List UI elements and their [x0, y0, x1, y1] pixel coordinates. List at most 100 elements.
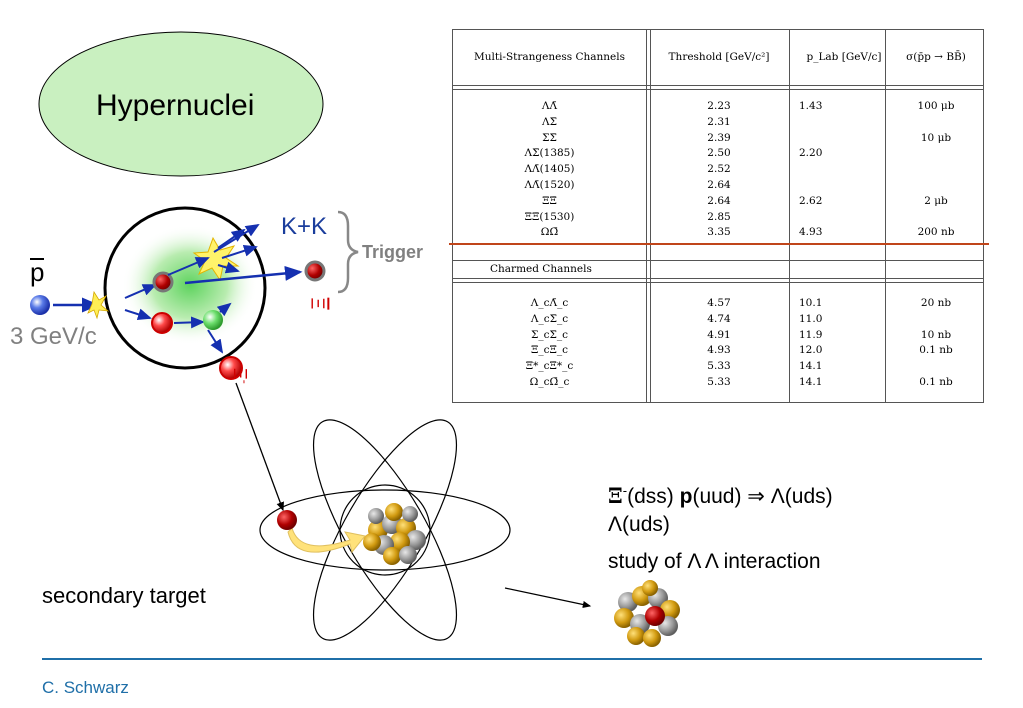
table-cell: 0.1 nb — [919, 376, 953, 388]
table-cell: 11.9 — [799, 328, 823, 341]
table-cell: Ξ*_cΞ̄*_c — [525, 360, 574, 373]
table-cell: 4.57 — [707, 297, 731, 309]
xi-minus-captured — [277, 510, 297, 530]
secondary-target-label: secondary target — [42, 583, 206, 608]
channels-table: Multi-Strangeness Channels Threshold [Ge… — [449, 29, 989, 403]
xi-minus-label: Ξ- — [229, 368, 252, 384]
table-cell: 2.31 — [707, 115, 731, 128]
atom-orbits — [259, 419, 511, 641]
table-cell: ΛΛ̄ — [541, 100, 558, 112]
table-cell: 2.64 — [707, 179, 731, 191]
xi-sup: - — [622, 483, 628, 498]
table-cell — [799, 211, 889, 224]
header-channels: Multi-Strangeness Channels — [473, 51, 626, 63]
table-cell — [799, 163, 889, 176]
table-cell: 2.62 — [799, 194, 823, 207]
table-cell: ΛΛ̄(1405) — [524, 163, 575, 176]
omega-separator — [449, 243, 989, 245]
table-cell: 3.35 — [707, 226, 731, 239]
table-cell — [887, 116, 985, 129]
table-cell: ΞΞ̄ — [542, 194, 557, 207]
reaction-line-2: Λ(uds) — [608, 513, 670, 536]
table-cell: 2.52 — [707, 163, 731, 176]
table-cell: 5.33 — [707, 376, 731, 388]
track-arrow — [216, 302, 232, 317]
trigger-label: Trigger — [362, 242, 424, 262]
xi-bar-outgoing-ball — [304, 260, 326, 282]
table-cell: 2.85 — [707, 210, 731, 223]
table-cell: ΞΞ̄(1530) — [524, 210, 575, 223]
header-threshold: Threshold [GeV/c²] — [668, 51, 770, 63]
kk-label: K+K — [281, 213, 328, 240]
xi-minus-sup: - — [238, 379, 252, 384]
charmed-header: Charmed Channels — [490, 263, 592, 275]
xi-bar-particle — [152, 271, 174, 293]
table-cell: 5.33 — [707, 360, 731, 373]
antiproton-ball — [30, 295, 50, 315]
kaon-track — [217, 228, 246, 249]
nucleus-cluster — [363, 503, 426, 565]
table-cell: 4.93 — [707, 344, 731, 357]
green-glow — [122, 225, 258, 345]
table-cell — [887, 179, 985, 192]
table-cell: 10 μb — [920, 131, 952, 144]
table-cell: 2.39 — [707, 131, 731, 144]
table-cell: 2 μb — [924, 194, 948, 207]
xi-bar-track — [184, 265, 303, 285]
table-cell: 100 μb — [917, 100, 955, 112]
track-arrow — [124, 308, 152, 321]
table-cell: 1.43 — [799, 100, 823, 112]
dss-text: (dss) — [627, 485, 680, 508]
table-cell — [887, 360, 985, 373]
table-cell: 2.64 — [707, 194, 731, 207]
table-cell: ΣΣ̄ — [542, 131, 557, 144]
to-hypernucleus-arrow — [504, 587, 592, 609]
kaon-track — [167, 257, 210, 276]
table-cell — [887, 147, 985, 160]
uud-text: (uud) ⇒ Λ(uds) — [692, 485, 833, 508]
table-cell: Λ_cΛ̄_c — [530, 297, 569, 309]
momentum-label: 3 GeV/c — [10, 323, 97, 350]
track-arrow — [207, 329, 224, 354]
table-cell — [799, 179, 889, 192]
xi-minus-ball — [219, 356, 243, 380]
hypernucleus-cluster — [614, 580, 680, 647]
antiproton-label: p — [30, 257, 45, 287]
author-label: C. Schwarz — [42, 678, 129, 697]
entry-flash — [87, 290, 110, 320]
table-cell: 11.0 — [799, 312, 823, 325]
hypernuclei-ellipse — [38, 31, 324, 177]
table-cell: ΛΣ̄ — [541, 115, 557, 128]
table-cell: 2.20 — [799, 147, 823, 160]
xi-minus-symbol: Ξ — [230, 368, 250, 380]
track-arrow — [124, 284, 157, 299]
footer-divider — [42, 658, 982, 660]
table-cell — [887, 163, 985, 176]
table-cell: 4.91 — [707, 328, 731, 341]
xi-symbol: Ξ — [608, 483, 623, 508]
trigger-brace — [337, 210, 359, 294]
red-particle — [151, 312, 173, 334]
header-plab: p_Lab [GeV/c] — [806, 51, 882, 63]
table-cell: 200 nb — [917, 226, 955, 239]
table-cell — [887, 211, 985, 224]
reaction-line-3: study of Λ Λ interaction — [608, 550, 821, 573]
table-cell: 10 nb — [920, 328, 952, 341]
hypernuclei-label: Hypernuclei — [96, 89, 255, 122]
table-cell: 14.1 — [799, 376, 823, 388]
table-cell: Ω_cΩ̄_c — [529, 376, 570, 388]
table-cell: 4.74 — [707, 312, 731, 325]
table-cell: 2.50 — [707, 147, 731, 160]
xi-to-target-arrow — [235, 382, 284, 512]
table-cell: 4.93 — [799, 226, 823, 239]
table-cell — [887, 313, 985, 326]
table-cell: ΩΩ̄ — [540, 226, 559, 239]
table-cell: 2.23 — [707, 100, 731, 112]
table-cell — [799, 132, 889, 145]
table-cell: Λ_cΣ̄_c — [530, 312, 569, 325]
table-cell: 0.1 nb — [919, 344, 953, 357]
table-cell: Σ_cΣ̄_c — [530, 328, 569, 341]
table-cell — [799, 116, 889, 129]
track-arrow — [173, 316, 205, 329]
